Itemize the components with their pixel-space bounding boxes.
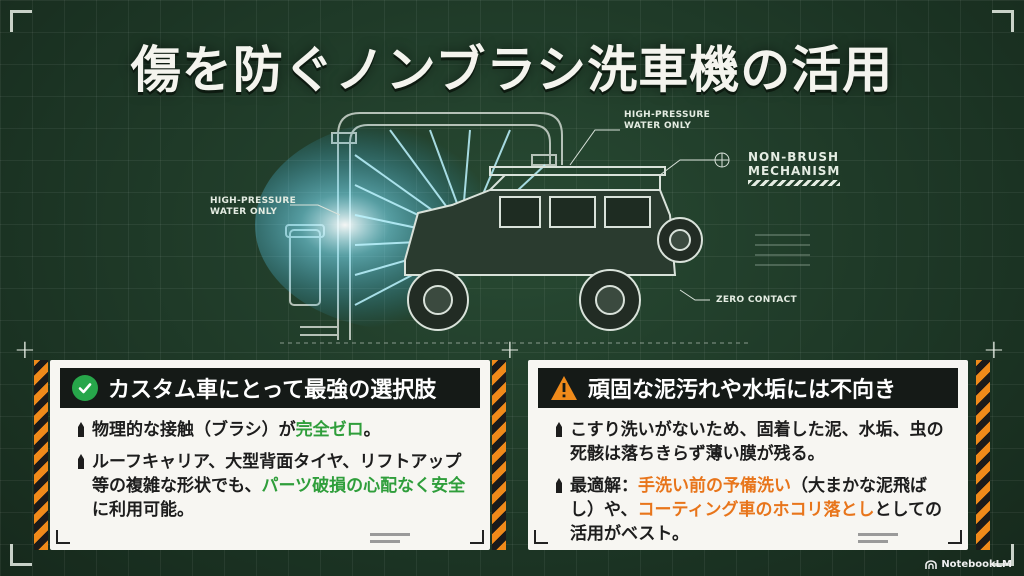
bullet-icon [548,418,570,466]
hazard-stripe-mid [492,360,506,550]
panel-heading-text: カスタム車にとって最強の選択肢 [108,378,437,403]
callout-non-brush: NON-BRUSH MECHANISM [748,150,840,178]
panel-advantage: カスタム車にとって最強の選択肢 物理的な接触（ブラシ）が完全ゼロ。 ルーフキャリ… [50,360,490,550]
bracket-decoration [470,530,484,544]
bullet-item: こすり洗いがないため、固着した泥、水垢、虫の死骸は落ちきらず薄い膜が残る。 [548,418,950,466]
bullet-icon [70,450,92,522]
bullet-text-plain: 物理的な接触（ブラシ）が [92,420,296,440]
bullet-text-plain: （大まかな泥飛ばし）や、 [570,476,927,520]
bullet-text-plain: 最適解： [570,476,638,496]
callout-line: HIGH-PRESSURE [210,196,297,206]
callout-line: WATER ONLY [624,121,692,131]
bullet-text: 最適解：手洗い前の予備洗い（大まかな泥飛ばし）や、コーティング車のホコリ落としと… [570,474,950,546]
bullet-text-plain: 。 [363,420,381,440]
panel-bullets: 物理的な接触（ブラシ）が完全ゼロ。 ルーフキャリア、大型背面タイヤ、リフトアップ… [70,418,472,530]
notebooklm-logo-icon [925,559,938,569]
car-wash-illustration [255,112,810,344]
bullet-text: こすり洗いがないため、固着した泥、水垢、虫の死骸は落ちきらず薄い膜が残る。 [570,420,944,464]
bullet-highlight: 手洗い前の予備洗い [638,476,791,496]
bracket-decoration [948,530,962,544]
panel-heading-text: 頑固な泥汚れや水垢には不向き [588,378,897,403]
bullet-icon [70,418,92,442]
bullet-item: ルーフキャリア、大型背面タイヤ、リフトアップ等の複雑な形状でも、パーツ破損の心配… [70,450,472,522]
crosshair-icon: + [14,335,36,365]
warning-icon [551,376,577,400]
notebooklm-logo: NotebookLM [925,559,1012,570]
fine-print-bar [858,533,898,536]
callout-high-pressure-top: HIGH-PRESSURE WATER ONLY [624,110,710,132]
bullet-text-plain: に利用可能。 [92,500,194,520]
callout-line: MECHANISM [748,164,841,178]
bullet-text-plain: ルーフキャリア、大型背面タイヤ、リフトアップ等の複雑な形状でも、 [92,452,462,496]
callout-line: WATER ONLY [210,207,278,217]
frame-corner-top-left [10,10,32,32]
bullet-highlight: 完全ゼロ [295,420,364,440]
frame-corner-bottom-left [10,544,32,566]
bullet-text: ルーフキャリア、大型背面タイヤ、リフトアップ等の複雑な形状でも、パーツ破損の心配… [92,450,472,522]
panel-bullets: こすり洗いがないため、固着した泥、水垢、虫の死骸は落ちきらず薄い膜が残る。 最適… [548,418,950,554]
fine-print-bar [370,533,410,536]
bullet-item: 最適解：手洗い前の予備洗い（大まかな泥飛ばし）や、コーティング車のホコリ落としと… [548,474,950,546]
callout-zero-contact: ZERO CONTACT [716,295,797,305]
logo-text: NotebookLM [941,559,1012,570]
crosshair-icon: + [983,335,1005,365]
bullet-highlight: コーティング車のホコリ落とし [637,500,875,520]
frame-corner-bottom-right [992,544,1014,566]
page-title: 傷を防ぐノンブラシ洗車機の活用 [130,41,894,99]
hazard-stripe-left [34,360,48,550]
callout-line: NON-BRUSH [748,150,840,164]
bullet-icon [548,474,570,546]
callout-line: HIGH-PRESSURE [624,110,711,120]
panel-heading: カスタム車にとって最強の選択肢 [60,368,480,408]
bullet-text: 物理的な接触（ブラシ）が完全ゼロ。 [92,418,381,442]
bracket-decoration [56,530,70,544]
hatch-bar [748,180,840,186]
bullet-highlight: パーツ破損の心配なく安全 [261,476,466,496]
frame-corner-top-right [992,10,1014,32]
bracket-decoration [534,530,548,544]
check-circle-icon [72,375,98,401]
panel-heading: 頑固な泥汚れや水垢には不向き [538,368,958,408]
hazard-stripe-right [976,360,990,550]
callout-high-pressure-left: HIGH-PRESSURE WATER ONLY [210,196,296,218]
panel-limitation: 頑固な泥汚れや水垢には不向き こすり洗いがないため、固着した泥、水垢、虫の死骸は… [528,360,968,550]
bullet-item: 物理的な接触（ブラシ）が完全ゼロ。 [70,418,472,442]
bullet-text-plain: としての活用がベスト。 [570,500,942,544]
fine-print-bar [858,540,888,543]
fine-print-bar [370,540,400,543]
